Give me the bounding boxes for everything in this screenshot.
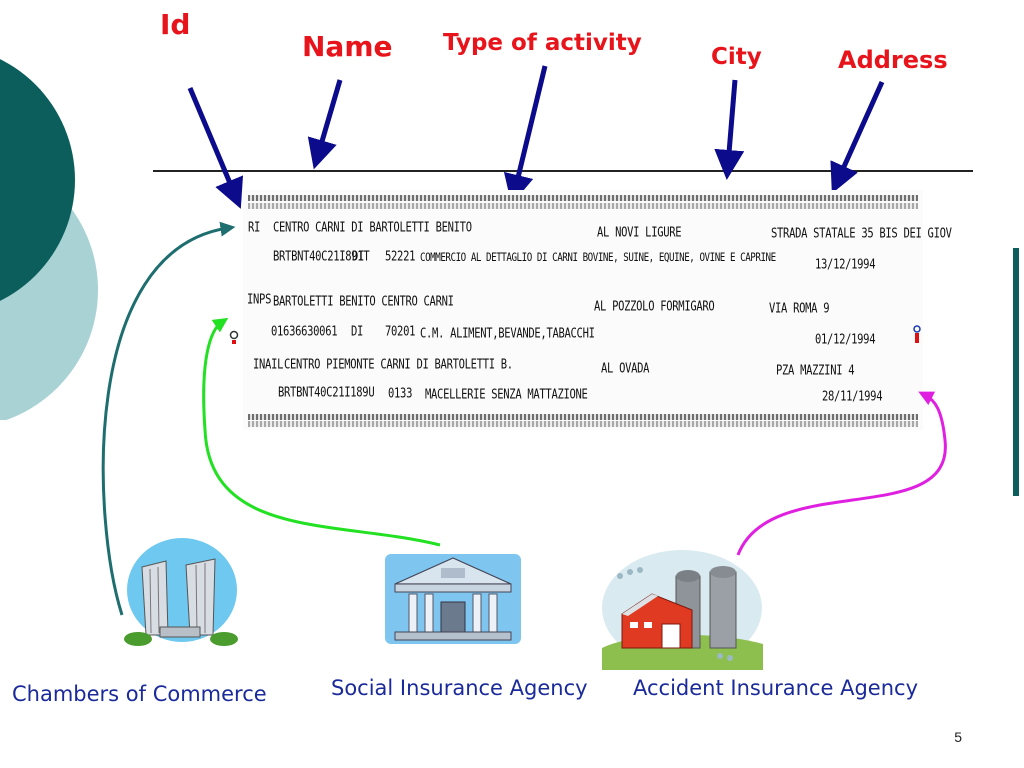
record-3-activity-code: 0133 <box>388 386 413 401</box>
record-2-address: VIA ROMA 9 <box>769 301 830 316</box>
record-1-type: DI <box>352 249 365 264</box>
record-3-id: INAIL <box>253 357 284 372</box>
page-number: 5 <box>954 729 962 745</box>
label-chambers-of-commerce: Chambers of Commerce <box>12 682 267 706</box>
record-1-activity: COMMERCIO AL DETTAGLIO DI CARNI BOVINE, … <box>420 251 776 265</box>
dark-teal-circle <box>0 59 75 301</box>
social-insurance-building-icon <box>385 554 521 644</box>
arrow-city <box>714 79 745 180</box>
label-name: Name <box>302 30 393 63</box>
record-2-city: AL POZZOLO FORMIGARO <box>594 299 715 314</box>
arrow-type-of-activity <box>503 65 548 205</box>
scanned-record-block <box>243 190 923 430</box>
accident-insurance-farm-icon <box>602 550 763 670</box>
record-2-date: 01/12/1994 <box>815 332 876 347</box>
magnifier-icon <box>229 330 239 344</box>
record-2-activity-code: 70201 <box>385 324 416 339</box>
arrow-id <box>187 87 244 209</box>
record-1-address: STRADA STATALE 35 BIS DEI GIOV <box>771 226 952 241</box>
label-city: City <box>711 44 762 70</box>
arrow-social-to-record <box>202 317 441 547</box>
arrow-name <box>307 79 343 170</box>
record-2-name: BARTOLETTI BENITO CENTRO CARNI <box>273 294 454 309</box>
label-type-of-activity: Type of activity <box>443 30 642 56</box>
record-3-address: PZA MAZZINI 4 <box>776 363 855 378</box>
arrow-accident-to-record <box>736 391 947 556</box>
arrow-address <box>830 80 885 194</box>
record-3-city: AL OVADA <box>601 361 650 376</box>
horizontal-rule <box>153 170 973 172</box>
record-3-activity: MACELLERIE SENZA MATTAZIONE <box>425 387 588 402</box>
dotted-separator-bottom <box>248 414 918 420</box>
label-id: Id <box>160 8 191 41</box>
record-1-id: RI <box>248 220 261 235</box>
dotted-separator-bottom-2 <box>248 421 918 427</box>
record-1-name: CENTRO CARNI DI BARTOLETTI BENITO <box>273 220 472 235</box>
chambers-building-icon <box>124 538 238 646</box>
label-social-insurance-agency: Social Insurance Agency <box>331 676 588 700</box>
record-2-activity: C.M. ALIMENT,BEVANDE,TABACCHI <box>420 326 595 341</box>
dotted-separator-top-2 <box>248 203 918 209</box>
record-1-city: AL NOVI LIGURE <box>597 225 682 240</box>
record-3-name: CENTRO PIEMONTE CARNI DI BARTOLETTI B. <box>284 357 513 372</box>
label-address: Address <box>838 46 948 74</box>
record-1-activity-code: 52221 <box>385 249 416 264</box>
right-accent-bar <box>1013 248 1019 496</box>
marker-icon <box>913 325 921 343</box>
record-2-id: INPS <box>247 292 272 307</box>
record-1-date: 13/12/1994 <box>815 257 876 272</box>
record-2-type: DI <box>351 324 364 339</box>
label-accident-insurance-agency: Accident Insurance Agency <box>633 676 918 700</box>
dotted-separator-top <box>248 195 918 201</box>
record-2-code: 01636630061 <box>271 324 338 339</box>
arrow-chambers-to-record <box>101 221 236 616</box>
record-1-code: BRTBNT40C21I891T <box>273 249 370 264</box>
background-circles <box>0 59 98 420</box>
record-3-date: 28/11/1994 <box>822 389 883 404</box>
record-3-code: BRTBNT40C21I189U <box>278 385 375 400</box>
